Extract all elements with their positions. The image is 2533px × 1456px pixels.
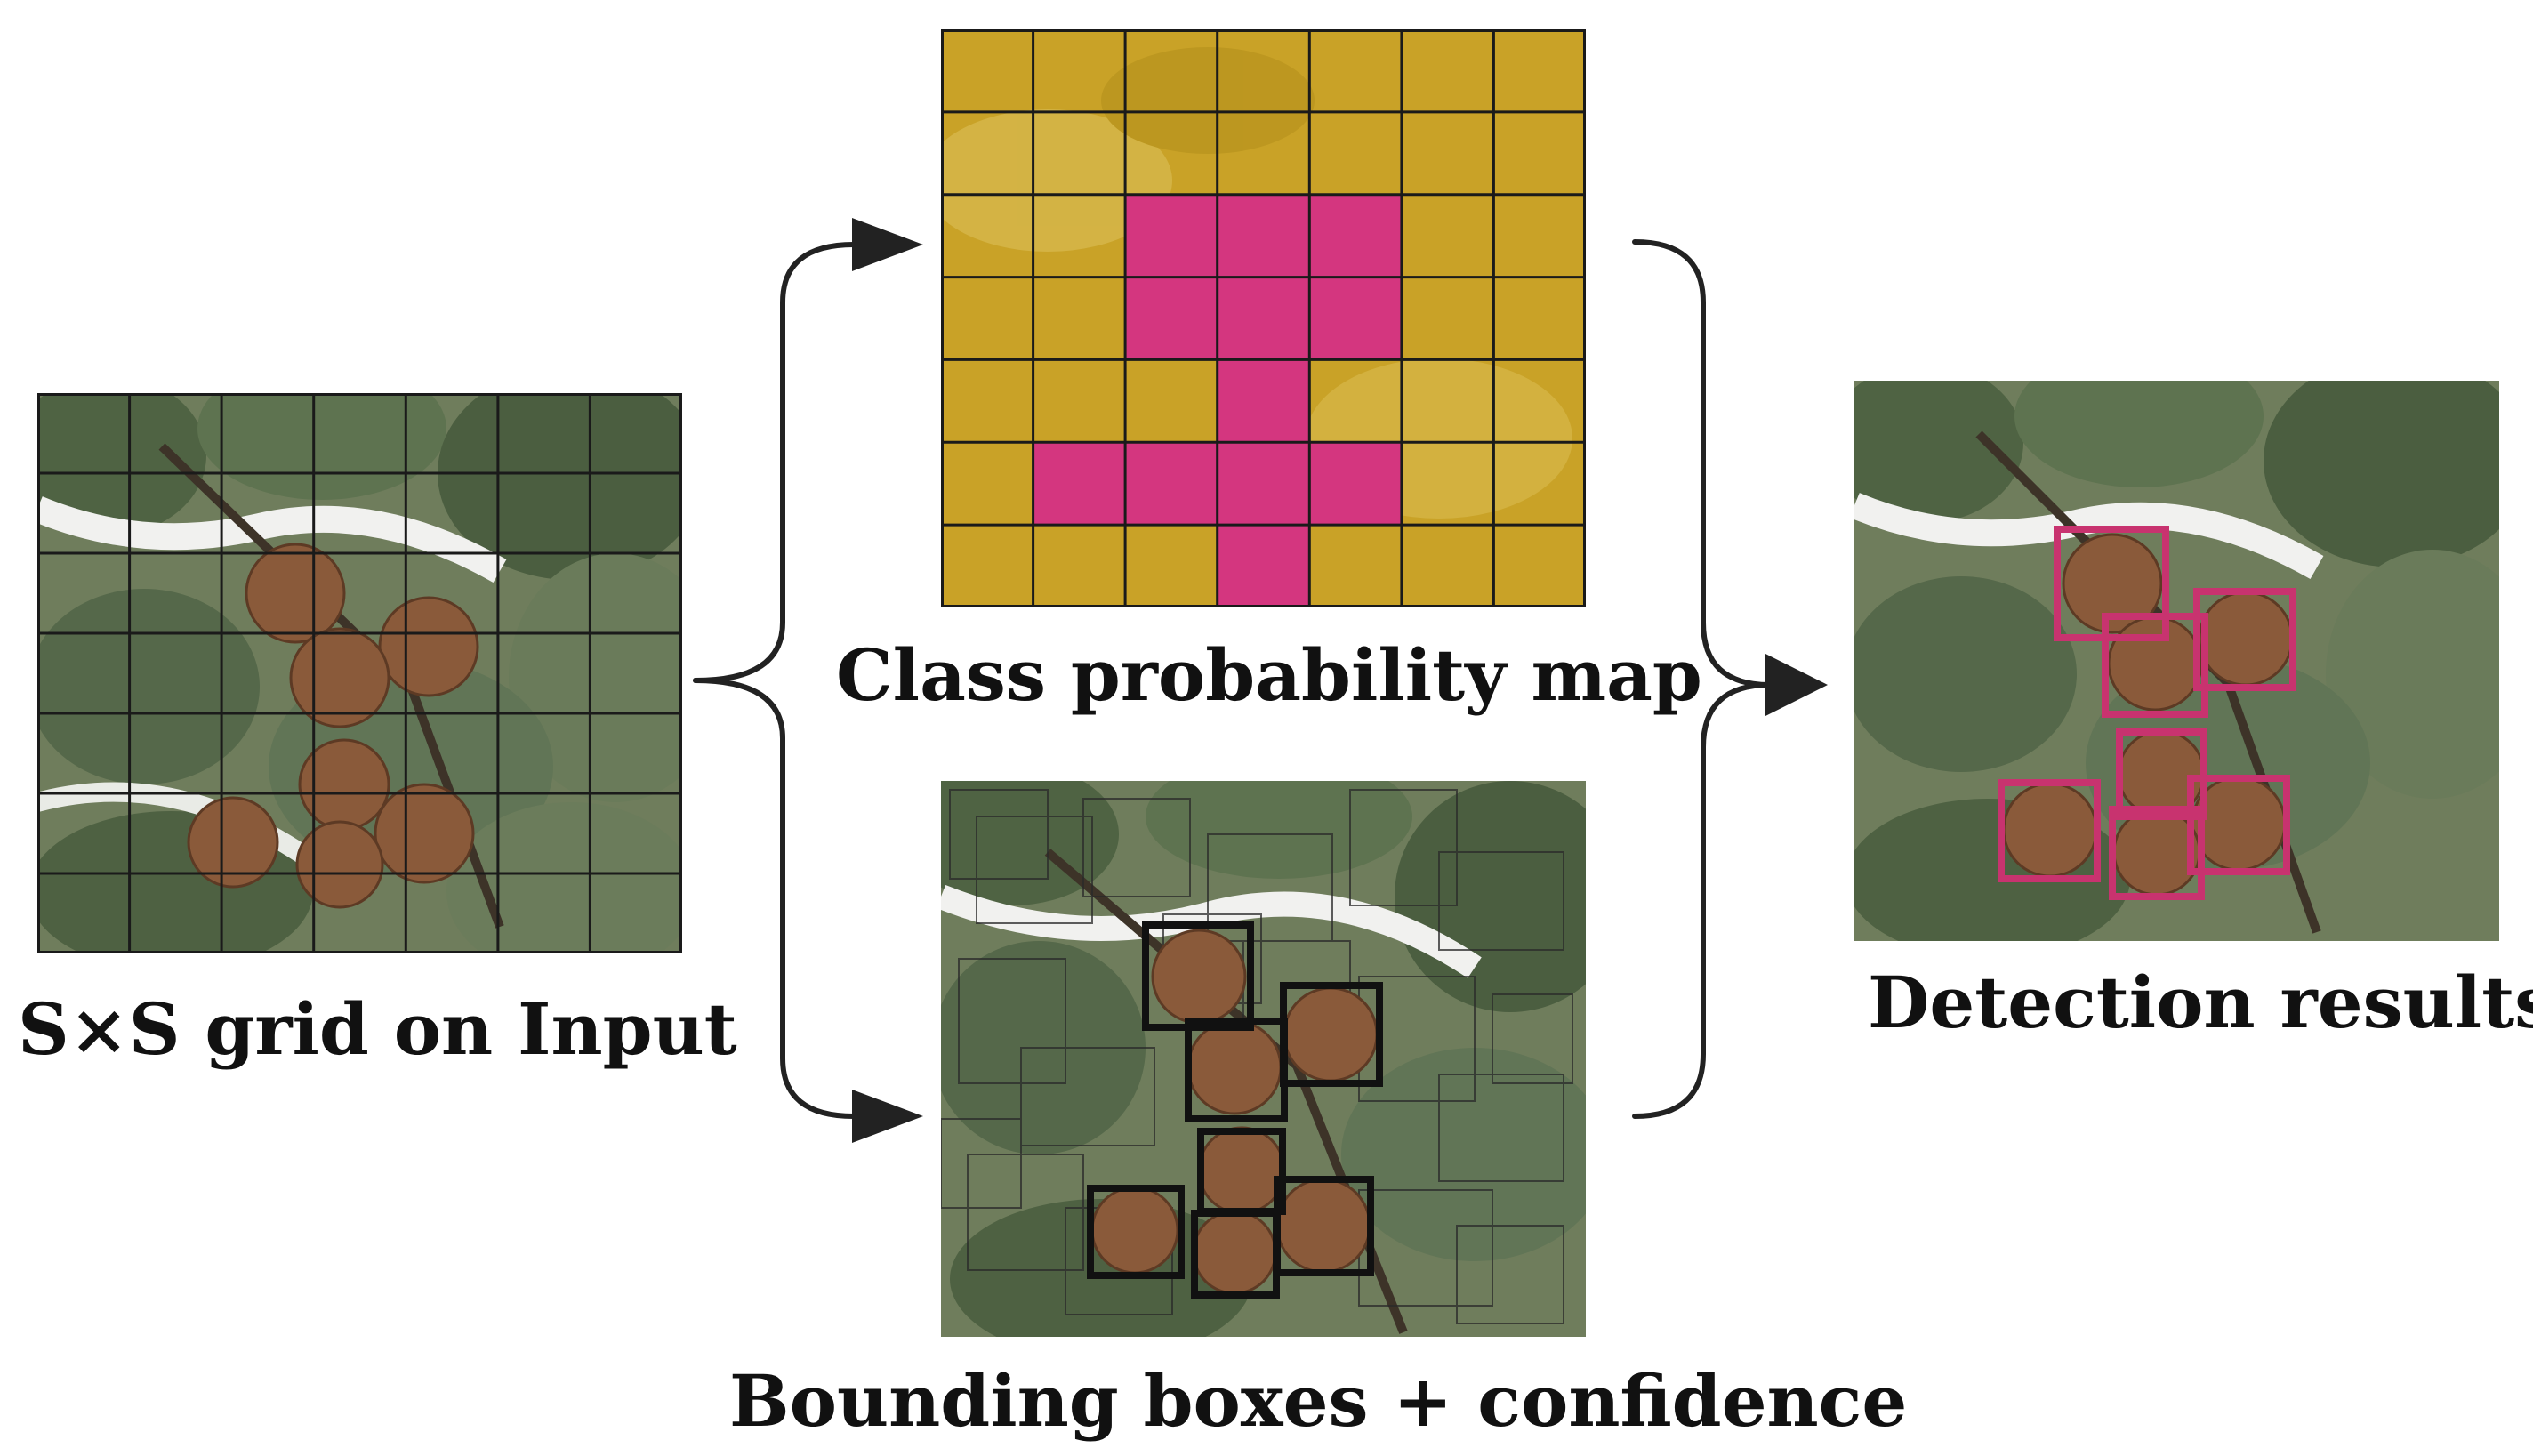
caption-input: S×S grid on Input	[18, 987, 737, 1071]
kiwi-fruits	[187, 543, 479, 909]
fruit-cell	[1217, 194, 1310, 278]
arrow-to-boxes	[852, 1090, 923, 1143]
class-probability-panel	[941, 29, 1586, 607]
fruit-cell	[1309, 442, 1402, 526]
candidate-boxes	[941, 789, 1573, 1324]
fruit-cell	[1217, 277, 1310, 360]
detection-boxes	[1998, 526, 2296, 900]
fruit-cells	[1033, 194, 1402, 607]
fruit-cell	[1125, 194, 1218, 278]
detection-results-panel	[1854, 381, 2499, 941]
bounding-boxes-image	[941, 781, 1586, 1337]
split-brace	[693, 242, 856, 1119]
fruit-cell	[1217, 525, 1310, 607]
fruit-cell	[1217, 442, 1310, 526]
class-probability-map	[941, 29, 1586, 607]
confidence-boxes	[1087, 921, 1383, 1299]
caption-results: Detection results	[1868, 961, 2533, 1044]
class-grid-lines	[941, 29, 1586, 607]
caption-class-map: Class probability map	[836, 633, 1702, 717]
leaves	[1854, 381, 2499, 941]
bounding-boxes-panel	[941, 781, 1586, 1337]
detection-results-image	[1854, 381, 2499, 941]
kiwi-fruits	[1090, 929, 1379, 1295]
leaf-tint	[941, 47, 1572, 519]
arrow-to-class-map	[852, 218, 923, 271]
fruit-cell	[1309, 194, 1402, 278]
fruit-cell	[1125, 277, 1218, 360]
merge-brace	[1632, 239, 1773, 1119]
input-image-panel	[37, 393, 682, 953]
arrow-to-results	[1765, 654, 1828, 716]
fruit-cell	[1309, 277, 1402, 360]
fruit-cell	[1125, 442, 1218, 526]
caption-boxes: Bounding boxes + confidence	[729, 1359, 1908, 1443]
grid-lines	[37, 393, 682, 953]
fruit-cell	[1033, 442, 1126, 526]
fruit-cell	[1217, 359, 1310, 443]
input-grid-image	[37, 393, 682, 953]
